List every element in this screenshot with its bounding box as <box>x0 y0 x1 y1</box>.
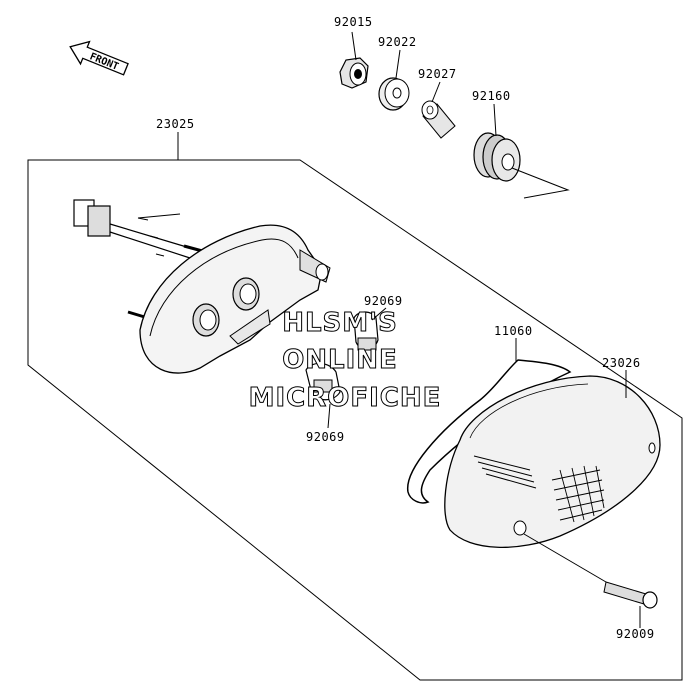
part-label-92027: 92027 <box>418 67 457 81</box>
grommet-guide-line <box>511 167 570 199</box>
assembly-outline <box>27 159 683 681</box>
watermark-line-2: ONLINE <box>282 345 398 376</box>
grommet-92160 <box>473 132 521 182</box>
part-label-23026: 23026 <box>602 356 641 370</box>
part-label-92069-upper: 92069 <box>364 294 403 308</box>
bulb-92069-upper <box>353 311 379 351</box>
part-label-92069-lower: 92069 <box>306 430 345 444</box>
washer-92022 <box>378 77 410 111</box>
gasket-11060 <box>407 359 572 504</box>
part-label-92160: 92160 <box>472 89 511 103</box>
front-arrow: FRONT <box>69 40 129 76</box>
lens-23026 <box>444 375 661 548</box>
watermark-line-3: MICROFICHE <box>248 383 442 414</box>
housing-23025 <box>73 199 331 374</box>
collar-92027 <box>421 100 456 139</box>
watermark-line-1: HLSM'S <box>282 308 398 339</box>
bulb-92069-lower <box>305 362 341 401</box>
leader-lines <box>177 31 641 628</box>
screw-92009 <box>603 581 658 609</box>
part-label-92022: 92022 <box>378 35 417 49</box>
part-label-92015: 92015 <box>334 15 373 29</box>
nut-92015 <box>339 57 369 89</box>
part-label-23025: 23025 <box>156 117 195 131</box>
part-label-92009: 92009 <box>616 627 655 641</box>
part-label-11060: 11060 <box>494 324 533 338</box>
